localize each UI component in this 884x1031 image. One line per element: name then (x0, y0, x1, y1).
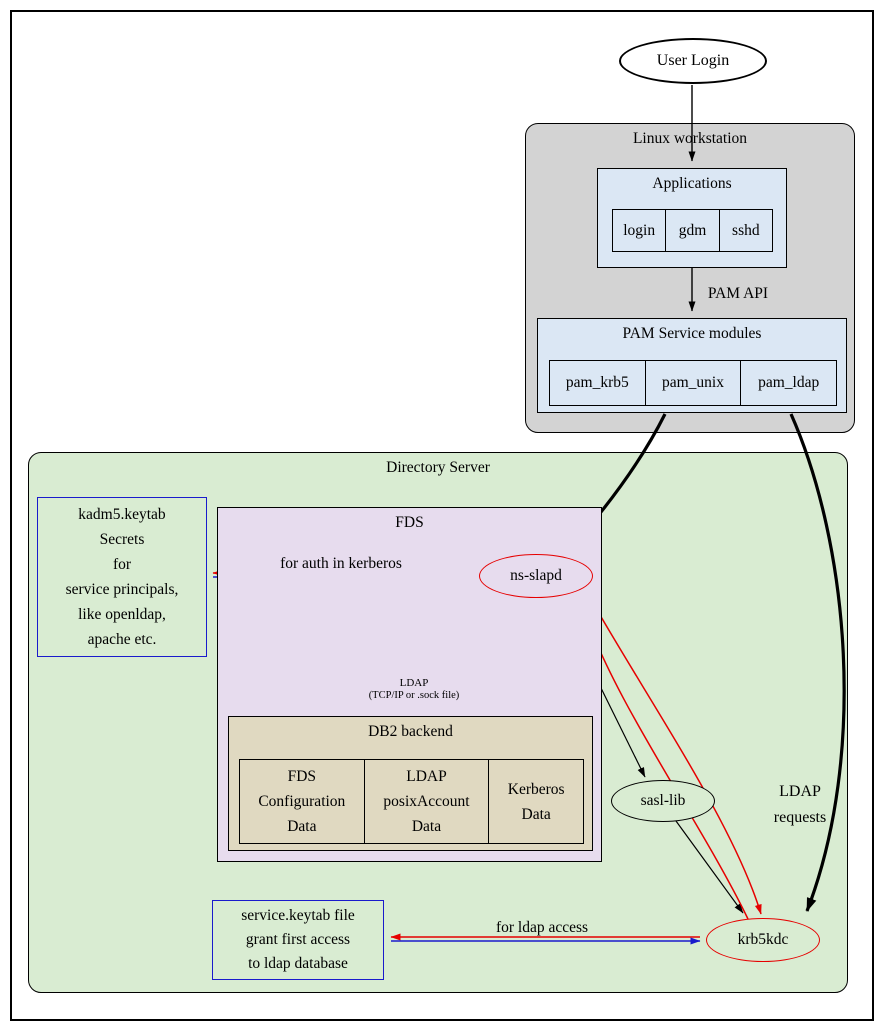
ns-slapd-node: ns-slapd (479, 554, 593, 598)
kadm5-line: service principals, (65, 581, 179, 598)
service-keytab-box: service.keytab file grant first access t… (212, 900, 384, 980)
db2-cells: FDS Configuration Data LDAP posixAccount… (239, 759, 584, 844)
ldap-socket-edge-label: LDAP (TCP/IP or .sock file) (340, 677, 488, 702)
cell-line: Configuration (258, 793, 346, 810)
krb5kdc-label: krb5kdc (737, 931, 789, 948)
ldap-requests-label: LDAP requests (756, 779, 844, 831)
pam-api-label: PAM API (707, 285, 769, 302)
linux-workstation-title: Linux workstation (632, 130, 748, 147)
service-line: grant first access (245, 931, 351, 948)
cell-pam-unix: pam_unix (644, 360, 742, 406)
sasl-lib-label: sasl-lib (640, 792, 686, 809)
service-line: to ldap database (248, 955, 348, 972)
cell-line: Data (411, 818, 442, 835)
kadm5-line: for (112, 556, 132, 573)
outer-frame (10, 10, 874, 1021)
krb5kdc-node: krb5kdc (706, 918, 820, 962)
kadm5-keytab-box: kadm5.keytab Secrets for service princip… (37, 497, 207, 657)
kadm5-line: kadm5.keytab (78, 506, 166, 523)
cell-sshd: sshd (718, 209, 773, 252)
cell-line: Data (521, 805, 551, 823)
cell-line: Data (287, 818, 317, 835)
applications-cells: login gdm sshd (612, 209, 773, 252)
sasl-lib-node: sasl-lib (611, 780, 715, 822)
service-line: service.keytab file (241, 907, 355, 924)
cell-line: LDAP (406, 768, 447, 785)
pam-cells: pam_krb5 pam_unix pam_ldap (549, 360, 838, 406)
kadm5-line: like openldap, (78, 606, 166, 623)
cell-login: login (612, 209, 667, 252)
applications-node: Applications login gdm sshd (597, 168, 787, 268)
user-login-node: User Login (619, 38, 767, 84)
service-keytab-text: service.keytab file grant first access t… (213, 901, 383, 979)
cell-fds-configuration-data: FDS Configuration Data (239, 759, 365, 844)
ldap-socket-line2: (TCP/IP or .sock file) (368, 690, 460, 701)
cell-line: posixAccount (383, 793, 470, 810)
kadm5-line: apache etc. (87, 631, 157, 648)
auth-kerberos-edge-label: for auth in kerberos (280, 555, 402, 572)
applications-title: Applications (652, 175, 732, 192)
ldap-socket-line1: LDAP (399, 677, 429, 689)
ldap-access-edge-label: for ldap access (495, 919, 589, 936)
cell-line: FDS (287, 768, 317, 785)
cell-kerberos-data: Kerberos Data (488, 759, 584, 844)
kadm5-line: Secrets (99, 531, 145, 548)
ldap-requests-line1: LDAP (779, 783, 821, 800)
ns-slapd-label: ns-slapd (510, 567, 562, 584)
fds-title: FDS (395, 514, 424, 531)
ldap-requests-line2: requests (773, 809, 827, 826)
cell-line: Kerberos (507, 780, 565, 798)
cell-gdm: gdm (665, 209, 720, 252)
cell-pam-krb5: pam_krb5 (549, 360, 646, 406)
directory-server-title: Directory Server (386, 459, 490, 476)
user-login-label: User Login (656, 52, 730, 69)
db2-title: DB2 backend (368, 723, 453, 740)
cell-pam-ldap: pam_ldap (740, 360, 838, 406)
pam-title: PAM Service modules (622, 325, 762, 342)
kadm5-keytab-text: kadm5.keytab Secrets for service princip… (38, 498, 206, 656)
cell-ldap-posixaccount-data: LDAP posixAccount Data (363, 759, 490, 844)
db2-backend-node: DB2 backend FDS Configuration Data LDAP … (228, 716, 593, 851)
pam-service-modules-node: PAM Service modules pam_krb5 pam_unix pa… (537, 318, 847, 413)
